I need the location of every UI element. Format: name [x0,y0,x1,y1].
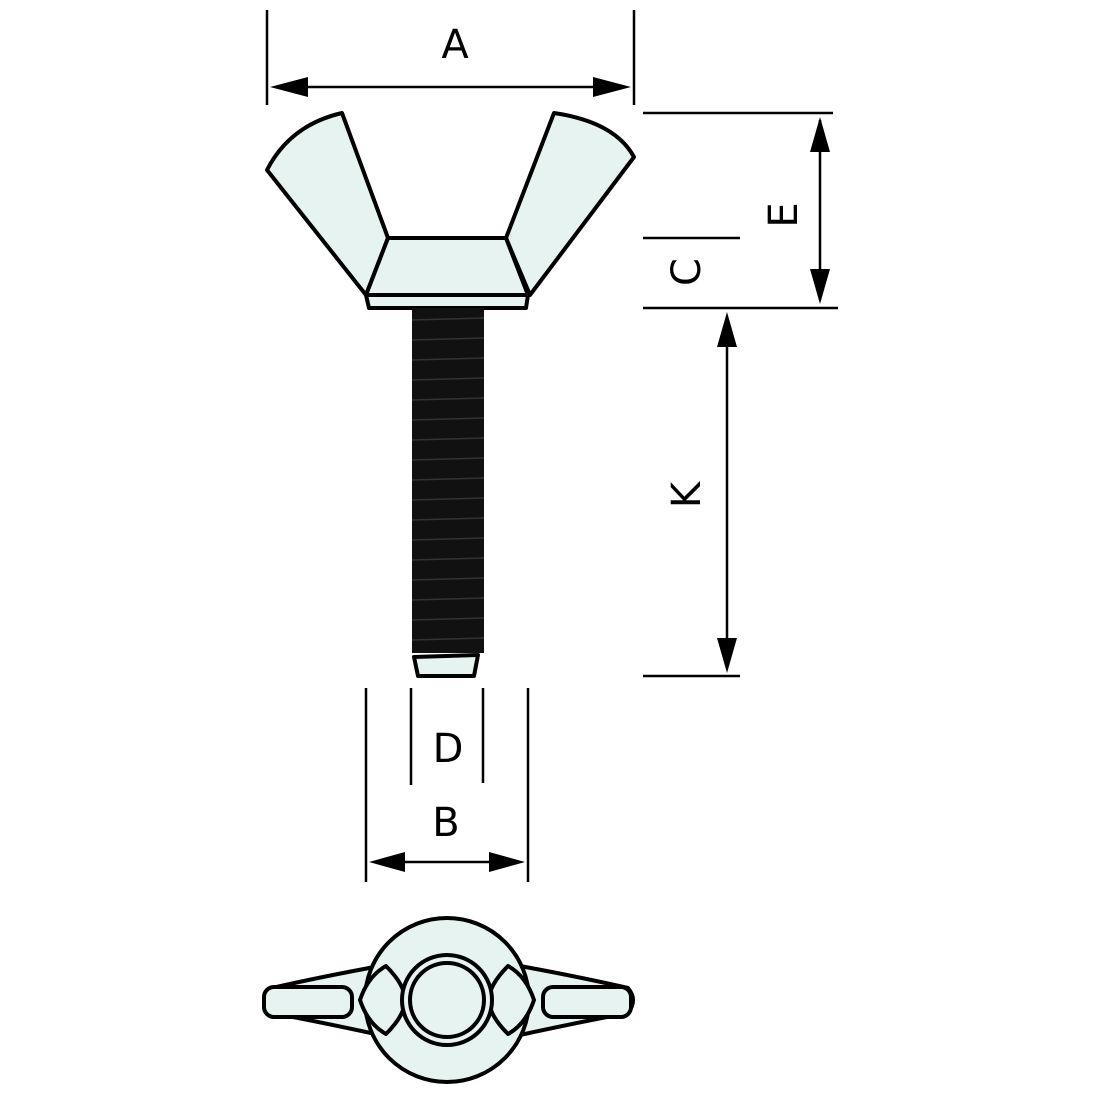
bolt-hole [408,961,486,1039]
label-d: D [433,726,464,772]
label-k: K [664,480,710,508]
hub-base [364,293,530,310]
label-a: A [441,22,469,68]
wing-nut-side-view [265,111,636,310]
dimension-c: C [643,236,740,286]
dimension-d: D [409,688,485,785]
dimension-e: E [643,111,838,310]
wing-nut-top-view [262,916,635,1084]
threaded-bolt [411,308,485,678]
dimension-a: A [265,10,636,105]
hub-body [364,236,530,297]
left-wing-slot [262,985,354,1019]
label-b: B [432,800,459,846]
right-wing-slot [541,985,633,1019]
bolt-tip [412,653,480,678]
label-e: E [761,202,807,227]
left-wing [265,111,390,297]
right-wing [504,111,636,297]
dimension-k: K [643,312,740,678]
hub-collar [400,953,494,1047]
label-c: C [664,258,710,286]
dimension-b: B [364,688,530,882]
